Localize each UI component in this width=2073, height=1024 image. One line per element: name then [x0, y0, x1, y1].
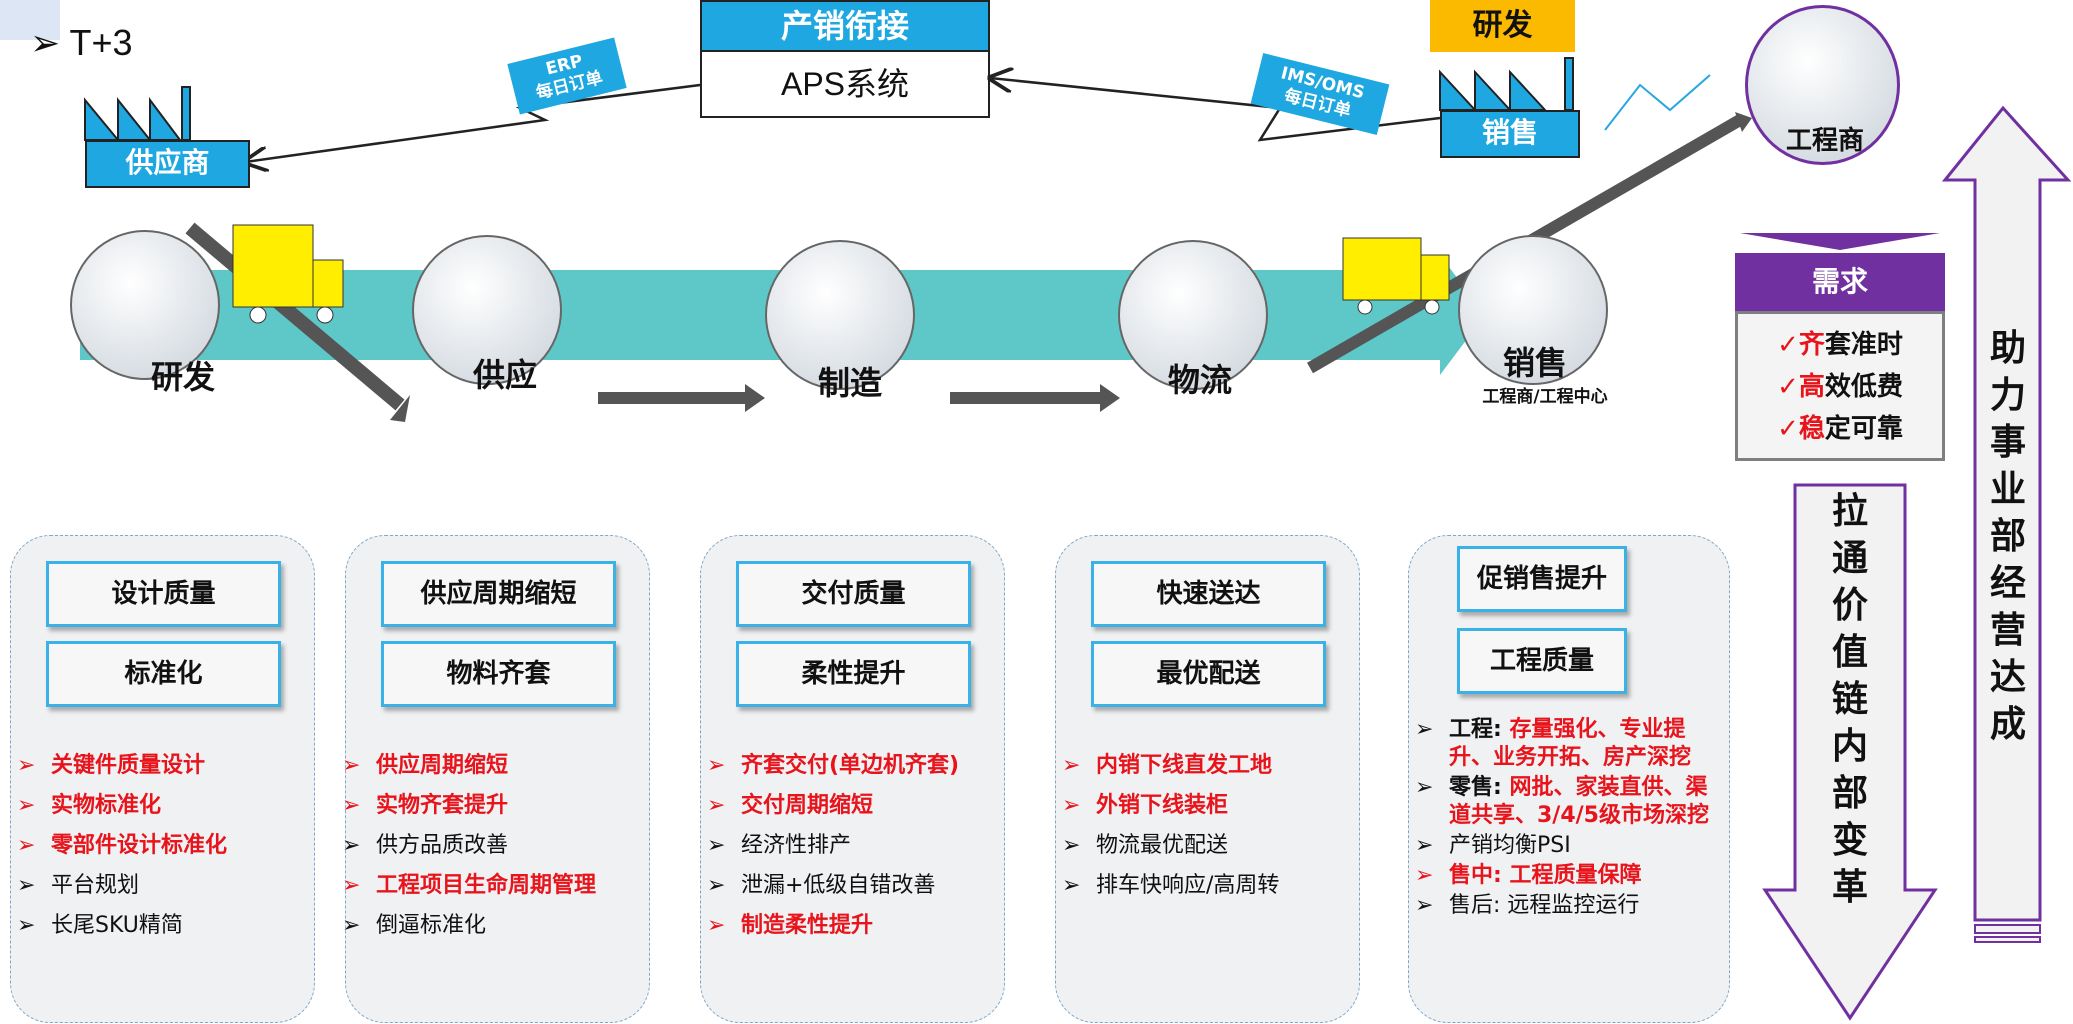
list-item: 平台规划 [11, 871, 308, 900]
goal-box: 供应周期缩短 [381, 561, 616, 627]
supplier-label: 供应商 [85, 140, 250, 188]
goal-box: 柔性提升 [736, 641, 971, 707]
stage-label-sales: 销售 [1502, 344, 1567, 382]
goal-box: 促销售提升 [1457, 546, 1627, 612]
sales-factory-icon [1439, 57, 1574, 111]
erp-order-link [245, 83, 701, 162]
rnd-box: 研发 [1430, 0, 1575, 52]
list-item: 工程项目生命周期管理 [336, 871, 643, 900]
list-item: 供方品质改善 [336, 831, 643, 860]
supply-diagonal-arrow [185, 222, 405, 411]
list-item: 实物标准化 [11, 791, 308, 820]
rnd-stage-icon [70, 230, 220, 380]
demand-item: ✓稳定可靠 [1777, 414, 1903, 444]
demand-item: ✓高效低费 [1777, 372, 1903, 402]
list-item: 产销均衡PSI [1409, 832, 1723, 860]
list-item: 倒逼标准化 [336, 911, 643, 940]
stage-arrows [598, 384, 1120, 412]
supplier-factory-icon [84, 86, 191, 141]
stage-label-rnd: 研发 [150, 358, 215, 396]
list-item: 排车快响应/高周转 [1056, 871, 1353, 900]
card-manufacturing: 交付质量 柔性提升 齐套交付(单边机齐套) 交付周期缩短 经济性排产 泄漏+低级… [700, 535, 1005, 1023]
supply-stage-icon [412, 235, 562, 385]
truck-icon-2 [1342, 237, 1450, 315]
down-arrow-text: 拉通价值链内部变革 [1831, 491, 1868, 908]
goal-box: 交付质量 [736, 561, 971, 627]
stage-sublabel-sales: 工程商/工程中心 [1482, 387, 1608, 407]
demand-title: 需求 [1735, 253, 1945, 311]
goal-box: 设计质量 [46, 561, 281, 627]
goal-box: 快速送达 [1091, 561, 1326, 627]
list-item: 内销下线直发工地 [1056, 751, 1353, 780]
stage-label-logistics: 物流 [1167, 361, 1232, 399]
down-arrow [1762, 483, 1938, 1021]
aps-title: 产销衔接 [702, 2, 988, 52]
list-item: 交付周期缩短 [701, 791, 998, 820]
list-item: 售中: 工程质量保障 [1409, 862, 1723, 890]
goal-box: 标准化 [46, 641, 281, 707]
list-item: 泄漏+低级自错改善 [701, 871, 998, 900]
goal-box: 工程质量 [1457, 628, 1627, 694]
goal-box: 最优配送 [1091, 641, 1326, 707]
heading: ➢ T+3 [30, 22, 133, 63]
truck-icon-1 [232, 224, 344, 324]
list-item: 工程: 存量强化、专业提升、业务开拓、房产深挖 [1409, 716, 1723, 772]
card-sales: 促销售提升 工程质量 工程: 存量强化、专业提升、业务开拓、房产深挖 零售: 网… [1408, 535, 1730, 1023]
list-item: 零售: 网批、家装直供、渠道共享、3/4/5级市场深挖 [1409, 774, 1723, 830]
corner-decoration [0, 0, 60, 40]
aps-system: APS系统 [780, 66, 910, 102]
manufacturing-stage-icon [765, 240, 915, 390]
demand-item: ✓齐套准时 [1777, 330, 1903, 360]
list-item: 物流最优配送 [1056, 831, 1353, 860]
list-item: 售后: 远程监控运行 [1409, 892, 1723, 920]
engineer-label: 工程商 [1785, 126, 1864, 156]
up-arrow [1941, 105, 2072, 922]
ims-order-link [990, 78, 1441, 142]
list-item: 长尾SKU精简 [11, 911, 308, 940]
sales-stage-icon [1458, 235, 1608, 385]
list-item: 外销下线装柜 [1056, 791, 1353, 820]
list-item: 齐套交付(单边机齐套) [701, 751, 998, 780]
logistics-stage-icon [1118, 240, 1268, 390]
card-logistics: 快速送达 最优配送 内销下线直发工地 外销下线装柜 物流最优配送 排车快响应/高… [1055, 535, 1360, 1023]
card-rnd: 设计质量 标准化 关键件质量设计 实物标准化 零部件设计标准化 平台规划 长尾S… [10, 535, 315, 1023]
card-supply: 供应周期缩短 物料齐套 供应周期缩短 实物齐套提升 供方品质改善 工程项目生命周… [342, 535, 650, 1023]
list-item: 零部件设计标准化 [11, 831, 308, 860]
goal-box: 物料齐套 [381, 641, 616, 707]
stage-label-manufacturing: 制造 [817, 364, 882, 402]
stage-label-supply: 供应 [472, 356, 537, 394]
list-item: 制造柔性提升 [701, 911, 998, 940]
list-item: 供应周期缩短 [336, 751, 643, 780]
engineer-icon [1745, 5, 1900, 165]
zigzag-link [1604, 74, 1711, 131]
up-arrow-text: 助力事业部经营达成 [1989, 328, 2026, 745]
aps-box: 产销衔接 APS系统 [700, 0, 990, 118]
list-item: 关键件质量设计 [11, 751, 308, 780]
list-item: 实物齐套提升 [336, 791, 643, 820]
list-item: 经济性排产 [701, 831, 998, 860]
demand-list: ✓齐套准时 ✓高效低费 ✓稳定可靠 [1735, 311, 1945, 461]
sales-factory-label: 销售 [1440, 110, 1580, 158]
demand-pointer [1740, 233, 1940, 250]
